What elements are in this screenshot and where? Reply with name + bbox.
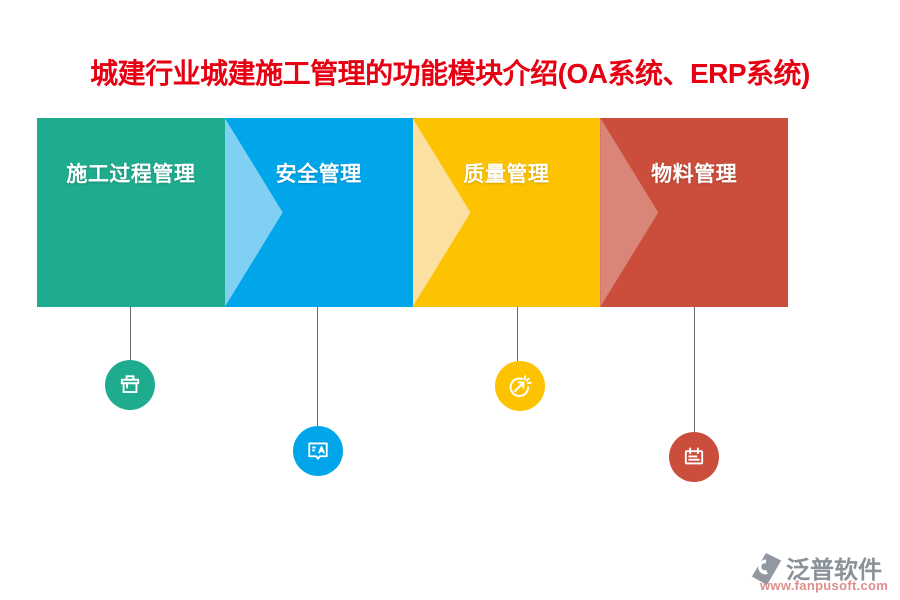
store-icon: [120, 375, 140, 393]
connector-line: [317, 307, 318, 426]
block-material: 物料管理: [600, 118, 788, 307]
chevron-right-icon: [224, 118, 283, 307]
chevron-right-icon: [412, 118, 471, 307]
page-title: 城建行业城建施工管理的功能模块介绍(OA系统、ERP系统): [90, 58, 810, 89]
speedup-icon: [509, 375, 532, 397]
block-label: 施工过程管理: [66, 163, 196, 186]
translate-bubble-icon: [308, 442, 328, 460]
block-label: 质量管理: [463, 163, 550, 186]
process-bar: 施工过程管理 安全管理 质量管理 物料管理: [37, 118, 788, 307]
module-icon-circle: [105, 360, 155, 410]
module-icon-circle: [495, 361, 545, 411]
brand-url: www.fanpusoft.com: [760, 578, 889, 593]
block-construction-process: 施工过程管理: [37, 118, 225, 307]
connector-line: [517, 307, 518, 361]
fanpu-logo-icon: [751, 552, 782, 586]
module-icon-circle: [669, 432, 719, 482]
footer-brand: 泛普软件 www.fanpusoft.com: [748, 549, 898, 599]
block-safety: 安全管理: [224, 118, 413, 307]
brand-name: 泛普软件: [786, 557, 882, 584]
block-label: 物料管理: [651, 163, 738, 186]
chevron-right-icon: [600, 118, 659, 307]
module-icon-circle: [293, 426, 343, 476]
calendar-icon: [684, 447, 704, 465]
block-label: 安全管理: [275, 163, 362, 186]
connector-line: [694, 307, 695, 432]
block-quality: 质量管理: [412, 118, 601, 307]
connector-line: [130, 307, 131, 360]
